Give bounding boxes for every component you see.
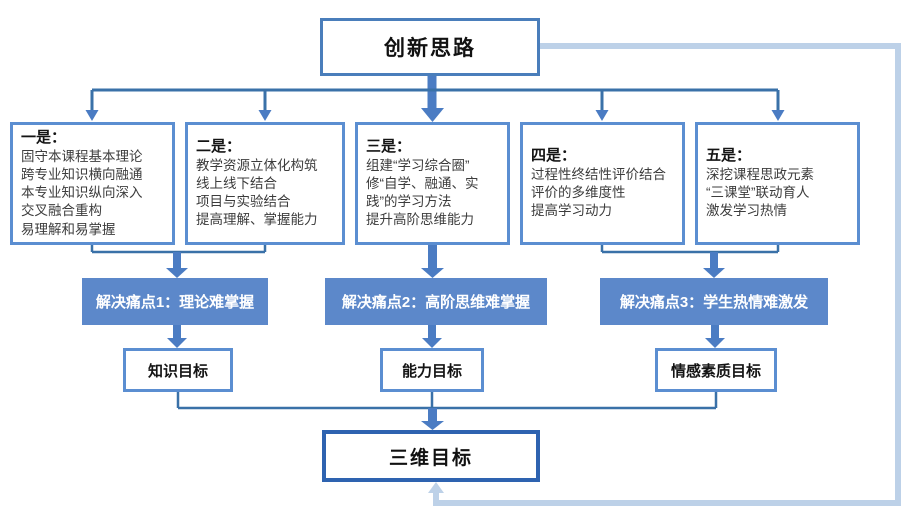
arrows-bars-to-goals <box>167 325 725 348</box>
arrow-shaft <box>428 325 436 338</box>
strategy-line: 教学资源立体化构筑 <box>196 158 318 174</box>
strategy-box-4: 四是： 过程性终结性评价结合 评价的多维度性 提高学习动力 <box>520 122 685 245</box>
strategy-heading: 四是： <box>531 147 577 165</box>
goal-box-knowledge: 知识目标 <box>123 348 233 392</box>
strategy-line: 提高学习动力 <box>531 203 612 219</box>
arrow-down-icon <box>421 421 444 430</box>
arrow-down-icon <box>85 110 99 121</box>
strategy-heading: 三是： <box>366 138 412 156</box>
arrow-down-icon <box>166 268 188 278</box>
bracket-lines <box>600 245 780 254</box>
arrow-down-icon <box>422 338 442 348</box>
goal-box-ability: 能力目标 <box>380 348 484 392</box>
strategy-line: 提高理解、掌握能力 <box>196 212 318 228</box>
strategy-line: 组建“学习综合圈” <box>366 158 470 174</box>
arrow-down-icon <box>705 338 725 348</box>
page-title: 创新思路 <box>384 37 476 60</box>
feedback-loop <box>428 43 901 506</box>
feedback-line <box>433 43 901 506</box>
pain-point-label: 解决痛点3：学生热情难激发 <box>619 294 809 311</box>
arrow-shaft <box>428 408 437 421</box>
arrow-down-icon <box>421 268 444 278</box>
pain-point-bar-1: 解决痛点1：理论难掌握 <box>82 278 268 325</box>
strategy-box-3: 三是： 组建“学习综合圈” 修“自学、融通、实践”的学习方法 提升高阶思维能力 <box>355 122 510 245</box>
strategy-heading: 一是： <box>21 129 67 147</box>
bracket-right <box>600 245 780 278</box>
strategy-heading: 二是： <box>196 138 242 156</box>
bracket-lines <box>90 245 267 254</box>
strategy-line: 项目与实验结合 <box>196 194 291 210</box>
arrow-shaft <box>173 325 181 338</box>
arrow-center <box>421 245 444 278</box>
goal-label: 知识目标 <box>147 362 208 380</box>
arrow-down-icon <box>703 268 725 278</box>
strategy-line: 深挖课程思政元素 <box>706 167 814 183</box>
pain-point-label: 解决痛点2：高阶思维难掌握 <box>341 294 531 311</box>
strategy-line: “三课堂”联动育人 <box>706 185 810 201</box>
strategy-line: 易理解和易掌握 <box>21 221 116 237</box>
strategy-box-2: 二是： 教学资源立体化构筑 线上线下结合 项目与实验结合 提高理解、掌握能力 <box>185 122 345 245</box>
final-goal-box: 三维目标 <box>322 430 540 482</box>
arrow-down-icon <box>421 108 444 122</box>
bracket-lines <box>176 392 718 410</box>
arrow-shaft <box>711 325 719 338</box>
goal-label: 情感素质目标 <box>670 362 761 380</box>
arrow-shaft <box>710 252 718 268</box>
strategy-line: 修“自学、融通、实践”的学习方法 <box>366 176 479 210</box>
arrow-shaft <box>173 252 181 268</box>
strategy-line: 过程性终结性评价结合 <box>531 167 666 183</box>
final-goal-label: 三维目标 <box>388 447 473 469</box>
arrow-down-icon <box>595 110 609 121</box>
pain-point-label: 解决痛点1：理论难掌握 <box>95 294 255 311</box>
goal-box-emotion: 情感素质目标 <box>655 348 777 392</box>
tree-connector <box>85 74 785 122</box>
tree-branch-lines <box>90 90 780 111</box>
arrow-shaft <box>428 245 437 268</box>
strategy-line: 跨专业知识横向融通 <box>21 167 143 183</box>
strategy-line: 固守本课程基本理论 <box>21 149 143 165</box>
strategy-line: 本专业知识纵向深入 <box>21 185 143 201</box>
strategy-line: 线上线下结合 <box>196 176 277 192</box>
pain-point-bar-3: 解决痛点3：学生热情难激发 <box>600 278 828 325</box>
strategy-box-5: 五是： 深挖课程思政元素 “三课堂”联动育人 激发学习热情 <box>695 122 860 245</box>
arrow-down-icon <box>167 338 187 348</box>
strategy-line: 交叉融合重构 <box>21 203 102 219</box>
bracket-left <box>90 245 267 278</box>
goals-bracket <box>176 392 718 430</box>
pain-point-bar-2: 解决痛点2：高阶思维难掌握 <box>325 278 547 325</box>
strategy-heading: 五是： <box>706 147 752 165</box>
arrow-down-icon <box>771 110 785 121</box>
title-box: 创新思路 <box>320 18 540 76</box>
arrow-down-icon <box>258 110 272 121</box>
strategy-line: 激发学习热情 <box>706 203 787 219</box>
strategy-line: 评价的多维度性 <box>531 185 626 201</box>
strategy-box-1: 一是： 固守本课程基本理论 跨专业知识横向融通 本专业知识纵向深入 交叉融合重构… <box>10 122 175 245</box>
goal-label: 能力目标 <box>401 362 462 380</box>
arrow-up-icon <box>428 482 444 493</box>
strategy-line: 提升高阶思维能力 <box>366 212 474 228</box>
